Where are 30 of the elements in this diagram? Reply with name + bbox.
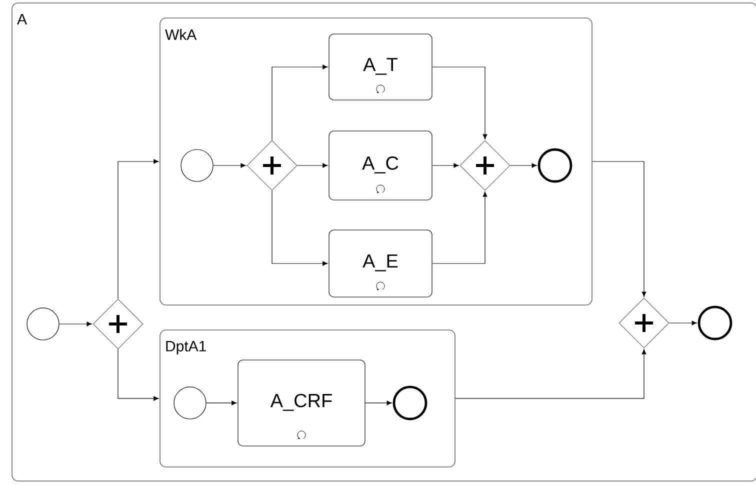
arrow	[213, 163, 246, 168]
end-event-circle	[698, 306, 732, 340]
arrow	[592, 161, 646, 297]
gateway-diamond	[246, 140, 298, 191]
start-event-circle	[174, 386, 206, 420]
arrow	[365, 400, 392, 406]
gateway-diamond	[618, 298, 670, 348]
end-event-circle	[538, 148, 572, 183]
arrow	[118, 159, 159, 299]
arrow	[432, 192, 488, 264]
start-event-circle	[180, 149, 214, 182]
end-event-circle	[392, 386, 428, 420]
arrow	[432, 163, 459, 168]
arrow	[272, 190, 328, 266]
gateway-diamond	[460, 140, 510, 191]
arrow	[669, 320, 697, 326]
gateway-diamond	[92, 298, 144, 350]
task-box: A_CRF	[238, 360, 366, 446]
arrow	[59, 322, 92, 326]
arrow	[206, 400, 237, 406]
arrow	[510, 163, 537, 168]
task-box: A_E	[328, 230, 432, 298]
task-box: A_T	[328, 34, 432, 100]
arrow	[455, 349, 646, 399]
arrow	[272, 64, 328, 140]
arrow	[297, 163, 328, 168]
arrow	[432, 66, 488, 140]
task-box: A_C	[328, 130, 432, 200]
start-event-circle	[26, 308, 60, 340]
arrow	[118, 349, 159, 401]
